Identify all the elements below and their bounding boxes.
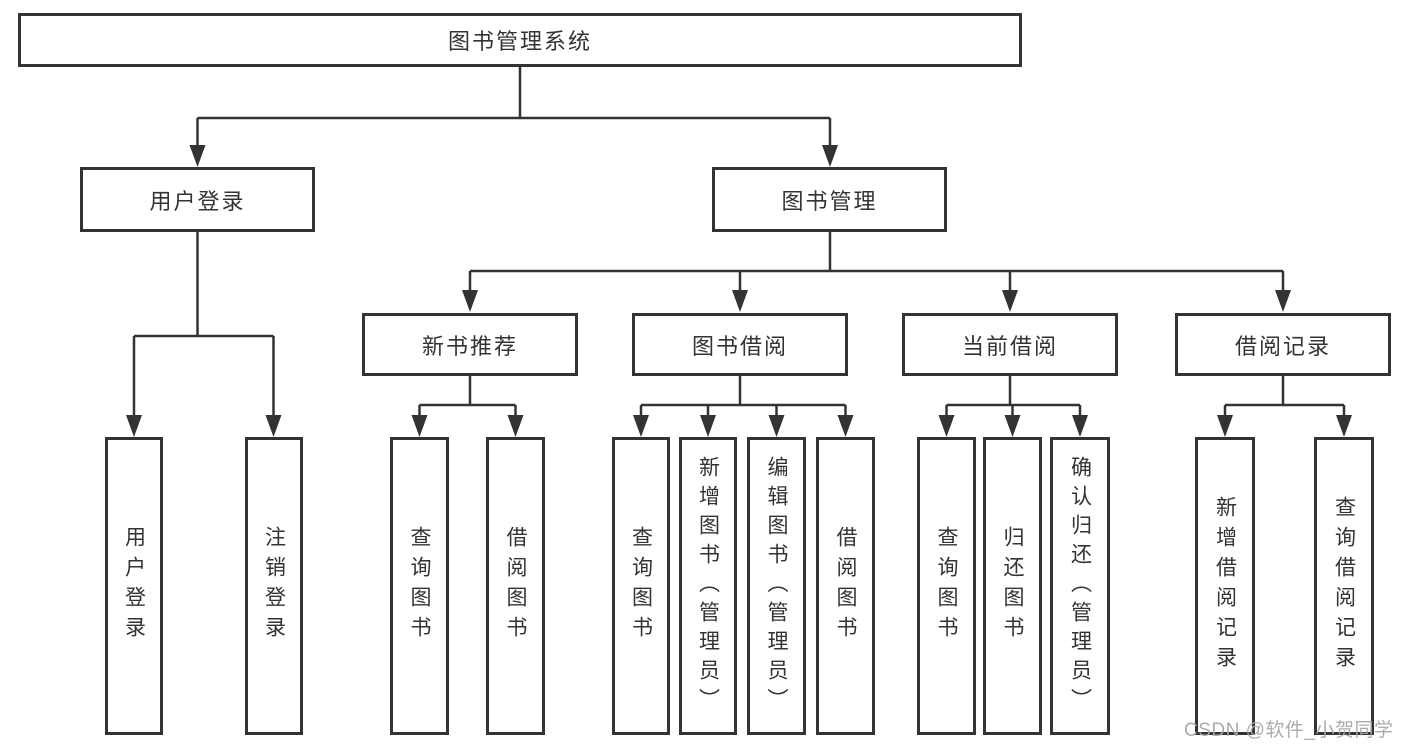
leaf-borrow-books-recommend-label: 借阅图书	[504, 526, 527, 646]
leaf-add-book-admin: 新增图书（管理员）	[679, 437, 737, 735]
leaf-logout-label: 注销登录	[262, 526, 286, 646]
node-book-borrow-label: 图书借阅	[691, 333, 788, 359]
node-borrow-records-label: 借阅记录	[1234, 333, 1331, 359]
leaf-query-books-current-label: 查询图书	[935, 526, 958, 646]
node-book-borrow: 图书借阅	[632, 313, 848, 376]
node-borrow-records: 借阅记录	[1175, 313, 1391, 376]
leaf-logout: 注销登录	[245, 437, 303, 735]
leaf-query-books-current: 查询图书	[917, 437, 976, 735]
leaf-query-books-recommend-label: 查询图书	[408, 526, 431, 646]
node-book-management: 图书管理	[712, 167, 947, 232]
node-book-management-label: 图书管理	[781, 188, 878, 214]
leaf-confirm-return-admin-label: 确认归还（管理员）	[1068, 455, 1092, 717]
leaf-borrow-books-recommend: 借阅图书	[486, 437, 545, 735]
leaf-borrow-books-label: 借阅图书	[834, 526, 857, 646]
node-root: 图书管理系统	[18, 13, 1022, 67]
node-new-book-recommend: 新书推荐	[362, 313, 578, 376]
csdn-watermark: CSDN @软件_小贺同学	[1184, 720, 1394, 741]
leaf-return-book-label: 归还图书	[1001, 526, 1024, 646]
leaf-add-book-admin-label: 新增图书（管理员）	[696, 455, 720, 717]
leaf-add-borrow-record: 新增借阅记录	[1195, 437, 1255, 735]
leaf-query-books-borrow-label: 查询图书	[629, 526, 653, 646]
leaf-user-login-label: 用户登录	[122, 526, 146, 646]
leaf-return-book: 归还图书	[983, 437, 1042, 735]
leaf-edit-book-admin-label: 编辑图书（管理员）	[765, 455, 788, 717]
node-current-borrow: 当前借阅	[902, 313, 1118, 376]
leaf-borrow-books: 借阅图书	[816, 437, 875, 735]
node-user-login: 用户登录	[80, 167, 315, 232]
node-current-borrow-label: 当前借阅	[961, 333, 1058, 359]
leaf-query-borrow-record: 查询借阅记录	[1314, 437, 1374, 735]
leaf-confirm-return-admin: 确认归还（管理员）	[1050, 437, 1110, 735]
leaf-query-books-recommend: 查询图书	[390, 437, 449, 735]
leaf-user-login: 用户登录	[105, 437, 163, 735]
leaf-query-books-borrow: 查询图书	[612, 437, 670, 735]
leaf-query-borrow-record-label: 查询借阅记录	[1332, 496, 1356, 676]
node-root-label: 图书管理系统	[447, 29, 592, 54]
leaf-add-borrow-record-label: 新增借阅记录	[1213, 496, 1237, 676]
node-new-book-recommend-label: 新书推荐	[421, 333, 518, 359]
leaf-edit-book-admin: 编辑图书（管理员）	[747, 437, 806, 735]
node-user-login-label: 用户登录	[149, 188, 246, 214]
